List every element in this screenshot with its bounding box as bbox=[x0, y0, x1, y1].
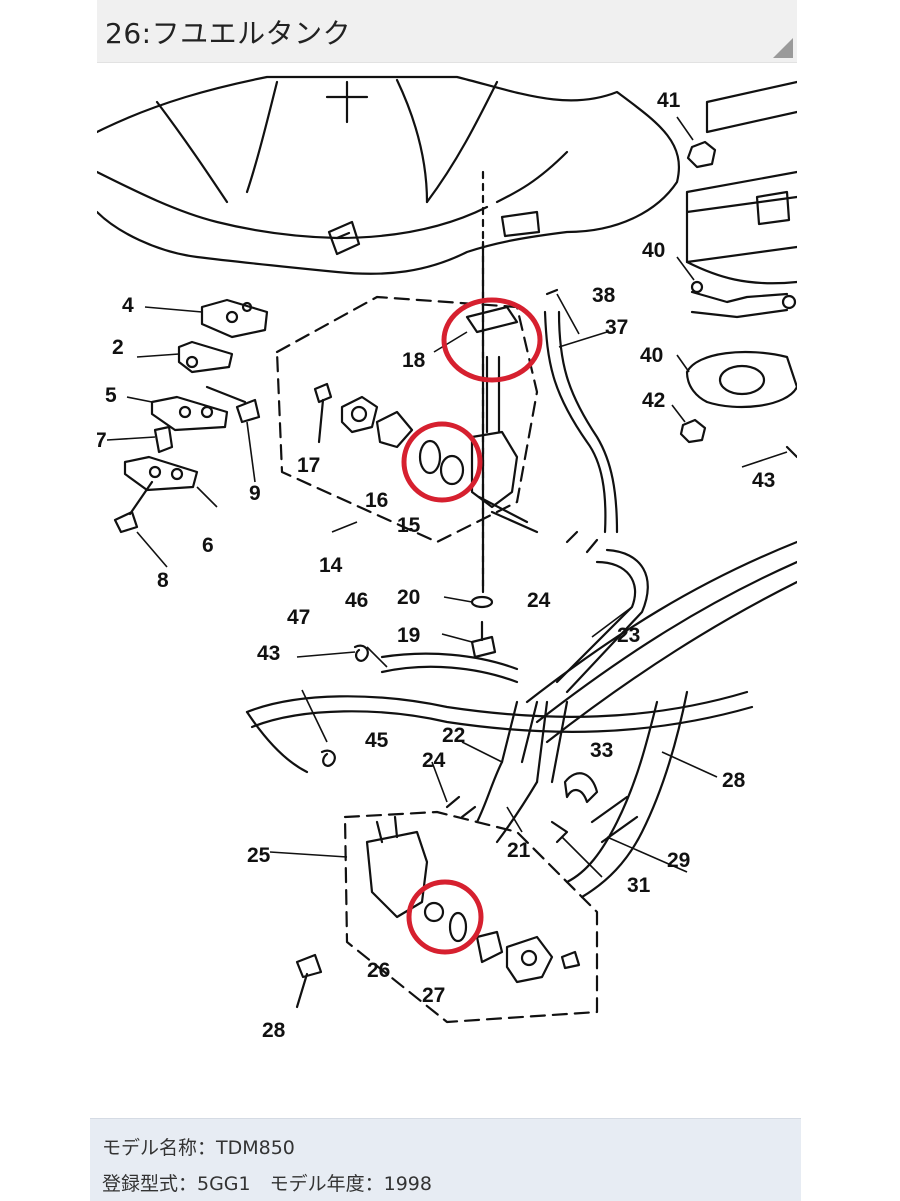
highlight-part-26-27 bbox=[406, 879, 484, 955]
part-label: 23 bbox=[617, 624, 640, 647]
part-label: 27 bbox=[422, 984, 445, 1007]
model-info-footer: モデル名称：TDM850 登録型式：5GG1 モデル年度：1998 bbox=[90, 1118, 801, 1201]
part-label: 28 bbox=[262, 1019, 286, 1042]
part-label: 40 bbox=[640, 344, 663, 367]
part-label: 45 bbox=[365, 729, 389, 752]
highlight-circles bbox=[401, 297, 543, 955]
part-label: 42 bbox=[642, 389, 665, 412]
part-label: 41 bbox=[657, 89, 681, 112]
part-label: 4 bbox=[122, 294, 134, 317]
part-label: 5 bbox=[105, 384, 117, 407]
part-label: 21 bbox=[507, 839, 531, 862]
part-label: 7 bbox=[97, 429, 107, 452]
part-label: 26 bbox=[367, 959, 390, 982]
corner-fold-icon bbox=[773, 38, 793, 58]
part-label: 31 bbox=[627, 874, 651, 897]
part-label: 9 bbox=[249, 482, 261, 505]
part-label: 25 bbox=[247, 844, 271, 867]
part-label: 29 bbox=[667, 849, 690, 872]
title-bar: 26:フユエルタンク bbox=[97, 0, 797, 63]
part-label: 14 bbox=[319, 554, 343, 577]
part-labels: 41 40 38 37 40 42 43 4 2 5 7 9 6 8 17 16… bbox=[97, 89, 775, 1042]
part-label: 20 bbox=[397, 586, 420, 609]
part-label: 37 bbox=[605, 316, 628, 339]
part-label: 18 bbox=[402, 349, 426, 372]
page-title: 26:フユエルタンク bbox=[105, 17, 352, 50]
parts-diagram-svg: 41 40 38 37 40 42 43 4 2 5 7 9 6 8 17 16… bbox=[97, 75, 797, 1042]
drawing-lines bbox=[97, 75, 797, 1024]
part-label: 38 bbox=[592, 284, 616, 307]
part-label: 22 bbox=[442, 724, 465, 747]
part-label: 33 bbox=[590, 739, 613, 762]
part-label: 2 bbox=[112, 336, 124, 359]
leader-lines bbox=[106, 116, 788, 878]
part-label: 8 bbox=[157, 569, 169, 592]
registration-type-text: 登録型式：5GG1 モデル年度：1998 bbox=[102, 1173, 432, 1195]
parts-diagram: 41 40 38 37 40 42 43 4 2 5 7 9 6 8 17 16… bbox=[97, 62, 797, 1102]
part-label: 28 bbox=[722, 769, 746, 792]
part-label: 43 bbox=[752, 469, 775, 492]
part-label: 46 bbox=[345, 589, 368, 612]
highlight-part-18 bbox=[441, 297, 543, 383]
part-label: 24 bbox=[527, 589, 551, 612]
part-label: 43 bbox=[257, 642, 280, 665]
part-label: 40 bbox=[642, 239, 665, 262]
part-label: 47 bbox=[287, 606, 310, 629]
part-label: 6 bbox=[202, 534, 214, 557]
part-label: 15 bbox=[397, 514, 421, 537]
highlight-part-15-16 bbox=[401, 421, 483, 503]
part-label: 16 bbox=[365, 489, 388, 512]
model-name-text: モデル名称：TDM850 bbox=[102, 1137, 295, 1159]
part-label: 24 bbox=[422, 749, 446, 772]
part-label: 17 bbox=[297, 454, 320, 477]
part-label: 19 bbox=[397, 624, 420, 647]
